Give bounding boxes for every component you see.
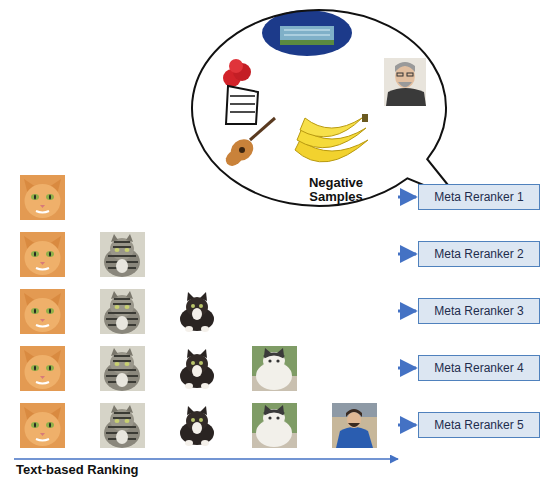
box-label: Meta Reranker 1 (434, 190, 523, 204)
reranker-box: Meta Reranker 1 (418, 184, 540, 210)
box-label: Meta Reranker 3 (434, 304, 523, 318)
reranker-box: Meta Reranker 3 (418, 298, 540, 324)
guitar (223, 118, 275, 169)
bubble-caption: Negative Samples (296, 176, 376, 204)
reranker-box: Meta Reranker 2 (418, 241, 540, 267)
man-photo (384, 58, 426, 106)
ranking-axis (14, 458, 398, 460)
axis-label: Text-based Ranking (16, 462, 139, 477)
reranker-box: Meta Reranker 4 (418, 355, 540, 381)
rose-fist-logo (223, 59, 258, 124)
box-label: Meta Reranker 4 (434, 361, 523, 375)
box-label: Meta Reranker 2 (434, 247, 523, 261)
ranked-images (20, 175, 377, 448)
reranker-box: Meta Reranker 5 (418, 412, 540, 438)
bananas (295, 114, 368, 162)
box-label: Meta Reranker 5 (434, 418, 523, 432)
input-arrows (398, 197, 416, 425)
speech-bubble: Negative Samples (190, 8, 448, 208)
